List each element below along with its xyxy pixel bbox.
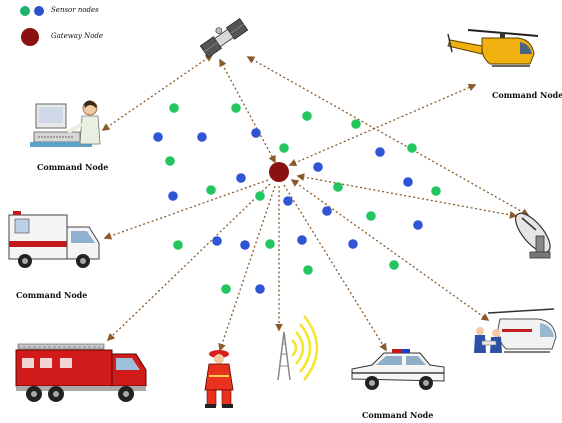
radio-tower-icon xyxy=(277,315,319,381)
sensor-node-green xyxy=(366,211,376,221)
sensor-node-blue xyxy=(297,235,307,245)
sensor-node-blue xyxy=(212,236,222,246)
sensor-node-green xyxy=(255,191,265,201)
link-satellite-gateway xyxy=(219,58,276,164)
sensor-node-blue xyxy=(240,240,250,250)
link-satellite-computer xyxy=(101,54,214,131)
legend-gateway-dot xyxy=(21,28,39,46)
sensor-node-blue xyxy=(251,128,261,138)
sensor-node-blue xyxy=(153,132,163,142)
sensor-node-blue xyxy=(413,220,423,230)
sensor-node-green xyxy=(173,240,183,250)
police-car-icon xyxy=(351,349,445,390)
link-gateway-firetruck xyxy=(106,183,271,342)
sensor-node-green xyxy=(431,186,441,196)
gateway-node xyxy=(269,162,289,182)
sensor-node-blue xyxy=(197,132,207,142)
sensor-node-blue xyxy=(348,239,358,249)
sensor-node-blue xyxy=(322,206,332,216)
sensor-node-green xyxy=(165,156,175,166)
sensor-node-blue xyxy=(313,162,323,172)
sensor-node-green xyxy=(231,103,241,113)
fire-truck-icon xyxy=(15,343,147,402)
firefighter-icon xyxy=(204,350,234,408)
computer-operator-icon xyxy=(30,100,101,147)
legend-sensor-blue-dot xyxy=(34,6,44,16)
ambulance-icon xyxy=(8,211,100,268)
link-gateway-firefighter xyxy=(218,185,276,352)
legend xyxy=(20,6,44,46)
sensor-node-green xyxy=(351,119,361,129)
satellite-icon xyxy=(199,17,249,59)
command-node-label-police: Command Node xyxy=(362,410,434,420)
helicopter-icon xyxy=(447,29,539,67)
command-node-label-helicopter: Command Node xyxy=(492,90,562,100)
sensor-node-blue xyxy=(375,147,385,157)
sensor-node-green xyxy=(333,182,343,192)
sensor-node-green xyxy=(221,284,231,294)
link-satellite-dish xyxy=(246,56,530,216)
link-gateway-medheli xyxy=(290,179,490,321)
sensor-node-blue xyxy=(283,196,293,206)
command-node-label-computer: Command Node xyxy=(37,162,109,172)
sensor-nodes xyxy=(153,103,441,294)
link-gateway-helicopter xyxy=(288,83,477,167)
sensor-node-green xyxy=(407,143,417,153)
link-gateway-police xyxy=(283,184,387,352)
sensor-node-green xyxy=(389,260,399,270)
medical-helicopter-icon xyxy=(474,308,557,353)
sensor-node-blue xyxy=(255,284,265,294)
sensor-node-green xyxy=(303,265,313,275)
link-gateway-ambulance xyxy=(103,179,269,240)
sensor-node-blue xyxy=(168,191,178,201)
sensor-node-green xyxy=(206,185,216,195)
links xyxy=(101,54,530,352)
sensor-node-blue xyxy=(236,173,246,183)
sensor-node-green xyxy=(279,143,289,153)
command-node-label-ambulance: Command Node xyxy=(16,290,88,300)
satellite-dish-icon xyxy=(515,212,551,259)
legend-sensor-green-dot xyxy=(20,6,30,16)
sensor-node-green xyxy=(265,239,275,249)
sensor-node-blue xyxy=(403,177,413,187)
legend-gateway-label: Gateway Node xyxy=(51,32,104,40)
sensor-node-green xyxy=(302,111,312,121)
sensor-node-green xyxy=(169,103,179,113)
legend-sensor-label: Sensor nodes xyxy=(51,6,99,14)
